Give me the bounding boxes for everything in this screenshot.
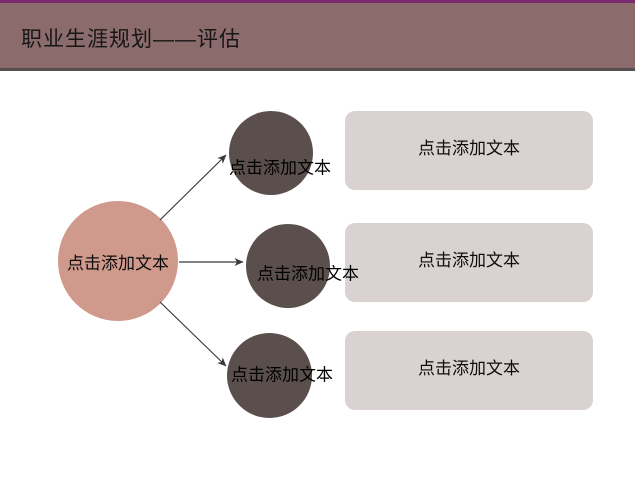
text-box-top-label: 点击添加文本 — [418, 139, 520, 158]
header-bar — [0, 3, 635, 68]
main-circle-label: 点击添加文本 — [67, 253, 169, 273]
arrow-to-top-circle — [159, 154, 227, 221]
sub-circle-top-label: 点击添加文本 — [229, 158, 331, 178]
header-accent-line — [0, 0, 635, 3]
slide-title: 职业生涯规划——评估 — [21, 28, 241, 51]
text-box-bottom[interactable]: 点击添加文本 — [345, 331, 593, 410]
header-divider-line — [0, 68, 635, 71]
sub-circle-top[interactable] — [229, 111, 313, 195]
sub-circle-bottom-label: 点击添加文本 — [231, 365, 333, 385]
main-circle-placeholder[interactable]: 点击添加文本 — [58, 201, 178, 321]
text-box-middle-label: 点击添加文本 — [418, 251, 520, 270]
arrow-to-bottom-circle — [159, 301, 227, 367]
sub-circle-middle[interactable] — [246, 224, 330, 308]
text-box-bottom-label: 点击添加文本 — [418, 359, 520, 378]
sub-circle-middle-label: 点击添加文本 — [257, 264, 359, 284]
text-box-top[interactable]: 点击添加文本 — [345, 111, 593, 190]
sub-circle-bottom[interactable] — [227, 333, 312, 418]
text-box-middle[interactable]: 点击添加文本 — [345, 223, 593, 302]
